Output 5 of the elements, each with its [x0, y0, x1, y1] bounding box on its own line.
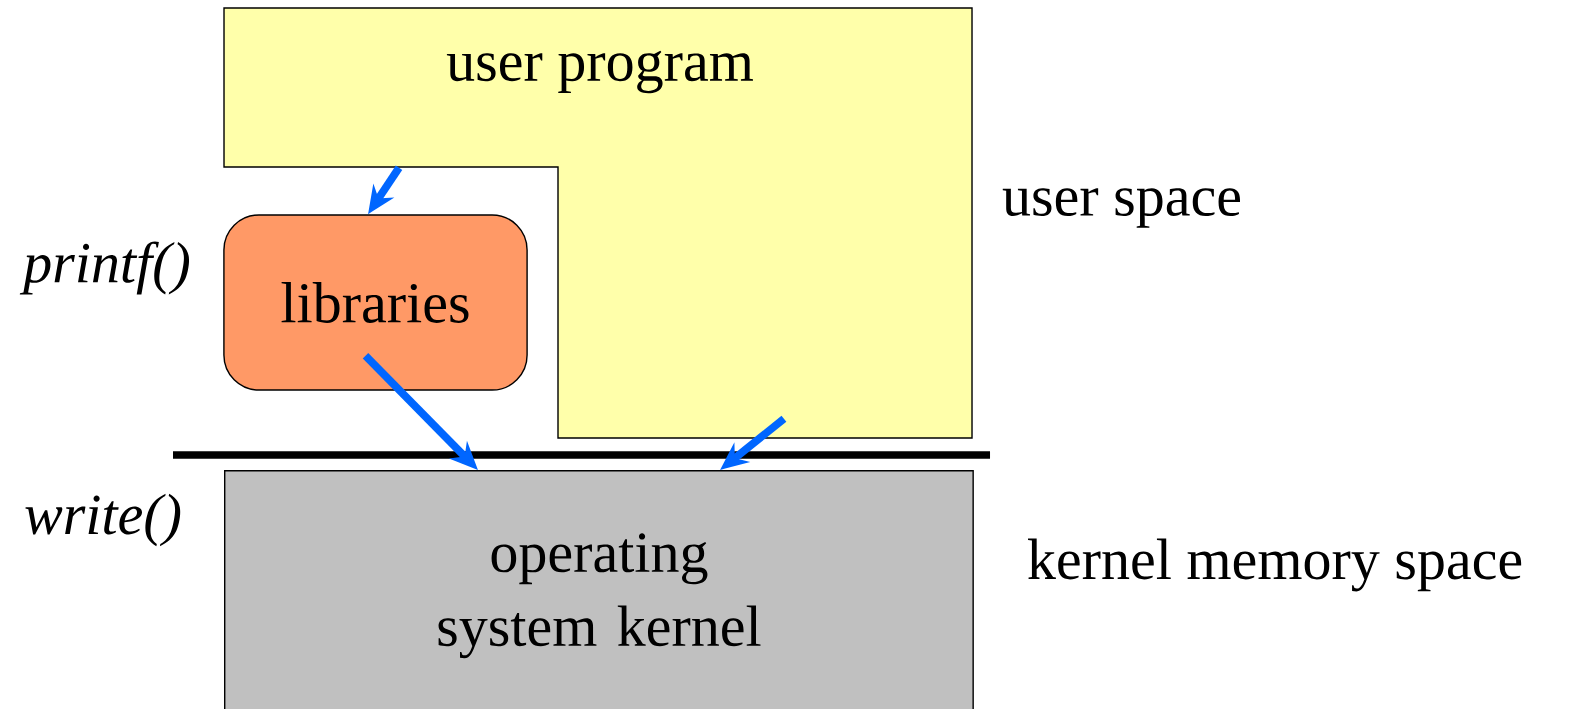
function-label: write(): [25, 493, 181, 547]
library-box: libraries: [223, 214, 528, 391]
function-label: printf(): [19, 241, 190, 295]
space-label: kernel memory space: [1028, 538, 1522, 592]
kernel-box: operating system kernel: [224, 470, 974, 709]
